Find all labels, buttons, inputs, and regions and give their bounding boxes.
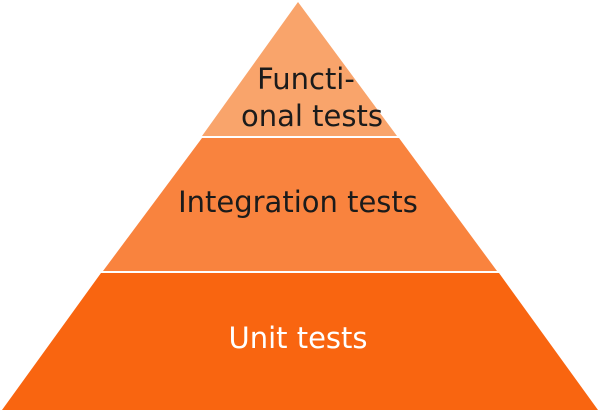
tier-unit [2,273,598,410]
tier-unit-label: Unit tests [228,321,367,355]
tier-functional-label-line-2: onal tests [241,99,383,133]
tier-functional [202,2,397,136]
tier-integration-label: Integration tests [178,185,418,219]
tier-integration [103,138,497,271]
tier-functional-label-line-1: Functi- [257,62,355,96]
